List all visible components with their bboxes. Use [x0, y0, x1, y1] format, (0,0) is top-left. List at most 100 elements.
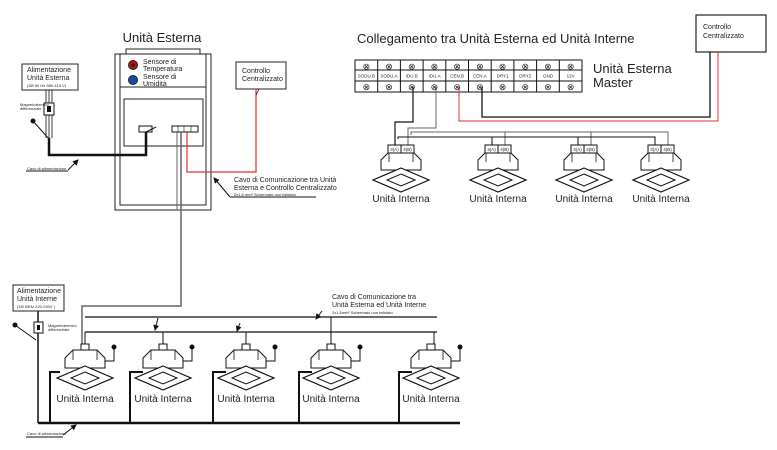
comm-cable-label: Cavo di Comunicazione tra Unità [234, 177, 336, 184]
indoor-unit-2[interactable]: Unità Interna [134, 343, 195, 405]
terminal-screw-icon: ⊗ [385, 62, 393, 72]
indoor-unit-3[interactable]: Unità Interna [217, 343, 278, 405]
terminal-screw-icon: ⊗ [499, 82, 507, 92]
outdoor-unit-top [125, 48, 201, 55]
svg-text:Esterna e Controllo Centralizz: Esterna e Controllo Centralizzato [234, 185, 337, 192]
right-diagram-title: Collegamento tra Unità Esterna ed Unità … [357, 31, 635, 46]
control-board [123, 98, 204, 147]
terminal-label-cen-a: CEN.A [473, 74, 487, 79]
svg-text:Centralizzato: Centralizzato [242, 76, 283, 83]
indoor-unit-right-2[interactable]: 3(A)4(B)Unità Interna [469, 144, 527, 205]
svg-text:Controllo: Controllo [703, 24, 731, 31]
comm-wiring-left: Cavo di Comunicazione tra Unità Esterna … [81, 132, 437, 350]
terminal-label-dry2: DRY2 [519, 74, 531, 79]
terminal-screw-icon: ⊗ [544, 82, 552, 92]
terminal-label-sodu-a: SODU.A [380, 74, 397, 79]
svg-text:Alimentazione: Alimentazione [27, 67, 71, 74]
indoor-units-right: 3(A) 4(B) Unità Interna 3(A) 4(B) Unità Inter… [372, 144, 690, 205]
terminal-screw-icon: ⊗ [521, 82, 529, 92]
terminal-screw-icon: ⊗ [567, 82, 575, 92]
temperature-sensor-label: Sensore di [143, 59, 177, 66]
unit-terminal-label: 4(B) [663, 147, 672, 152]
unit-terminal-label: 3(A) [573, 147, 582, 152]
terminal-label-idu-a: IDU.A [428, 74, 440, 79]
indoor-unit-label: Unità Interna [555, 194, 613, 205]
indoor-unit-label: Unità Interna [469, 194, 527, 205]
indoor-unit-right-1[interactable]: 3(A) 4(B) Unità Interna [372, 144, 430, 205]
terminal-screw-icon: ⊗ [544, 62, 552, 72]
terminal-screw-icon: ⊗ [567, 62, 575, 72]
svg-text:Temperatura: Temperatura [143, 66, 182, 73]
svg-text:Unità Interna: Unità Interna [56, 394, 114, 405]
outdoor-unit-section: Unità Esterna Sensore di Temperatura Sen… [114, 30, 212, 211]
svg-text:Centralizzato: Centralizzato [703, 33, 744, 40]
svg-text:(1Ø 50Hz 220-240V ): (1Ø 50Hz 220-240V ) [17, 304, 56, 309]
terminal-screw-icon: ⊗ [431, 82, 439, 92]
comm-terminal-block [171, 125, 199, 133]
central-control-right: Controllo Centralizzato [695, 14, 767, 53]
svg-text:Unità Interna: Unità Interna [402, 394, 460, 405]
svg-text:differenziale: differenziale [20, 106, 42, 111]
svg-text:(3Ø 50 Hz 380-415 V): (3Ø 50 Hz 380-415 V) [27, 83, 67, 88]
terminal-screw-icon: ⊗ [385, 82, 393, 92]
indoor-units-left: Unità Interna Unità Interna Unità Intern… [56, 343, 463, 405]
svg-text:Cavo di alimentazione: Cavo di alimentazione [27, 431, 67, 436]
terminal-screw-icon: ⊗ [363, 82, 371, 92]
terminal-screw-icon: ⊗ [408, 82, 416, 92]
terminal-label-gnd: GND [543, 74, 554, 79]
outdoor-power-supply: Alimentazione Unità Esterna (3Ø 50 Hz 38… [20, 63, 157, 172]
svg-text:Unità Interne: Unità Interne [17, 296, 57, 303]
terminal-label-12v: 12V [567, 74, 575, 79]
unit-terminal-label: 3(A) [390, 147, 399, 152]
indoor-comm-cable-label: Cavo di Comunicazione tra [332, 294, 416, 301]
svg-text:Master: Master [593, 75, 633, 90]
terminal-label-sodu-b: SODU.B [358, 74, 375, 79]
svg-text:Unità Interna: Unità Interna [302, 394, 360, 405]
svg-text:Unità Interna: Unità Interna [134, 394, 192, 405]
unit-terminal [497, 144, 512, 154]
svg-text:Unità Esterna ed Unità Interne: Unità Esterna ed Unità Interne [332, 302, 426, 309]
outdoor-unit-title: Unità Esterna [123, 30, 203, 45]
humidity-sensor-label: Sensore di [143, 74, 177, 81]
terminal-screw-icon: ⊗ [431, 62, 439, 72]
terminal-label-cen-b: CEN.B [450, 74, 464, 79]
svg-text:Magnetotermico: Magnetotermico [20, 102, 49, 107]
svg-text:Controllo: Controllo [242, 68, 270, 75]
svg-text:Alimentazione: Alimentazione [17, 288, 61, 295]
terminal-screw-icon: ⊗ [363, 62, 371, 72]
terminal-screw-icon: ⊗ [499, 62, 507, 72]
terminal-label-dry1: DRY1 [497, 74, 509, 79]
indoor-unit-4[interactable]: Unità Interna [302, 343, 363, 405]
svg-text:Magnetotermico: Magnetotermico [48, 323, 77, 328]
central-control-left: Controllo Centralizzato Cavo di Comunica… [186, 61, 337, 198]
unit-terminal [400, 144, 415, 154]
unit-terminal [583, 144, 598, 154]
unit-terminal-label: 4(B) [500, 147, 509, 152]
indoor-unit-right-3[interactable]: 3(A) 4(B) Unità Interna [555, 144, 613, 205]
unit-terminal-label: 4(B) [586, 147, 595, 152]
svg-text:Unità Esterna: Unità Esterna [27, 75, 70, 82]
unit-terminal-label: 3(A) [650, 147, 659, 152]
indoor-unit-right-4[interactable]: 3(A)4(B)Unità Interna [632, 144, 690, 205]
indoor-unit-1[interactable]: Unità Interna [56, 343, 117, 405]
unit-terminal [660, 144, 675, 154]
svg-text:differenziale: differenziale [48, 327, 70, 332]
terminal-screw-icon: ⊗ [453, 62, 461, 72]
indoor-unit-5[interactable]: Unità Interna [402, 343, 463, 405]
svg-text:2x1,5 mm² Schermato non twista: 2x1,5 mm² Schermato non twistato [234, 192, 297, 197]
comm-wiring-right [394, 52, 719, 145]
power-terminal-block [138, 125, 153, 133]
terminal-screw-icon: ⊗ [453, 82, 461, 92]
terminal-screw-icon: ⊗ [476, 62, 484, 72]
svg-text:Umidità: Umidità [143, 81, 167, 88]
power-cable-label: Cavo di alimentazione [27, 166, 67, 171]
master-label: Unità Esterna [593, 61, 673, 76]
terminal-label-idu-b: IDU.B [406, 74, 418, 79]
terminal-screw-icon: ⊗ [476, 82, 484, 92]
svg-text:Unità Interna: Unità Interna [217, 394, 275, 405]
indoor-unit-label: Unità Interna [372, 194, 430, 205]
svg-text:2x1,5mm² Schermato non twistat: 2x1,5mm² Schermato non twistato [332, 310, 393, 315]
humidity-sensor-icon [128, 75, 138, 85]
unit-terminal-label: 4(B) [403, 147, 412, 152]
